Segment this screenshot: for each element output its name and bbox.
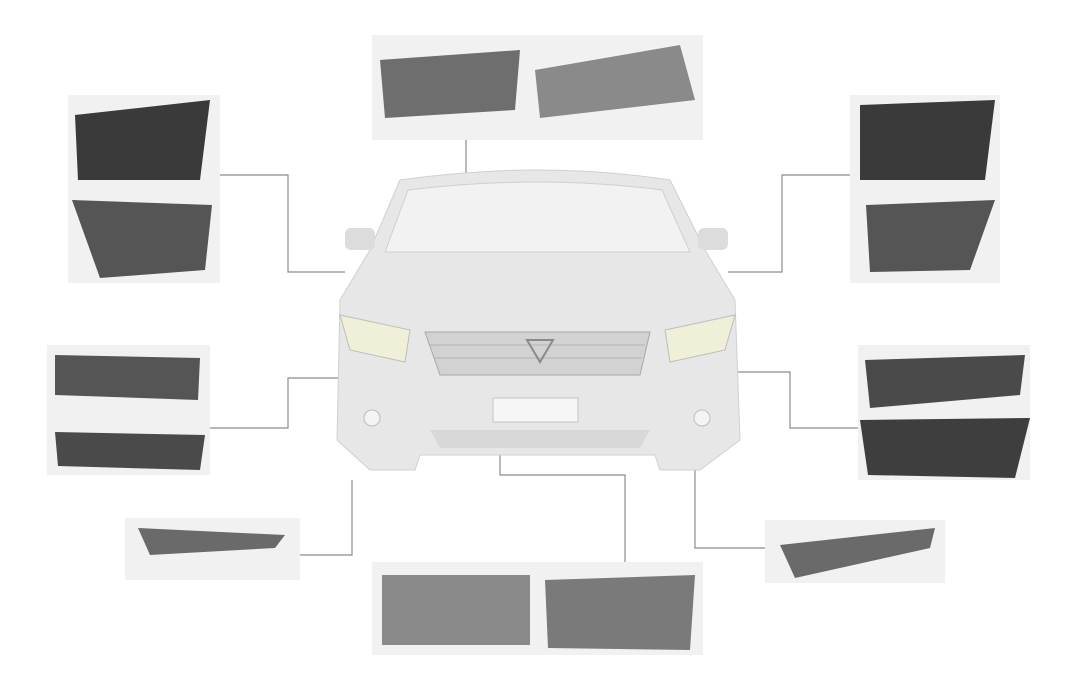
door-panel-image-right bbox=[850, 95, 1000, 283]
mold-piece bbox=[545, 575, 695, 650]
mold-piece bbox=[535, 45, 695, 118]
connector-right-bumper bbox=[730, 371, 858, 429]
bumper-image-left bbox=[47, 345, 210, 475]
grille bbox=[424, 331, 651, 376]
mold-image-top bbox=[372, 35, 703, 140]
right-headlight bbox=[664, 314, 736, 363]
connector-left-bumper bbox=[210, 377, 345, 429]
license-plate bbox=[492, 397, 579, 423]
console bbox=[780, 528, 935, 578]
connector-left-door bbox=[215, 174, 345, 273]
lower-grille bbox=[430, 430, 650, 448]
door-panel bbox=[75, 100, 210, 180]
bumper bbox=[55, 432, 205, 470]
connector-right-door bbox=[728, 174, 855, 273]
right-mirror bbox=[698, 228, 728, 250]
left-fog-light bbox=[363, 409, 381, 427]
bumper bbox=[55, 355, 200, 400]
car-logo bbox=[525, 339, 555, 364]
connector-left-console bbox=[285, 480, 353, 556]
bumper bbox=[865, 355, 1025, 408]
car-image bbox=[336, 169, 741, 471]
left-mirror bbox=[345, 228, 375, 250]
door-panel bbox=[860, 100, 995, 180]
console-image-left bbox=[125, 518, 300, 580]
mold-piece bbox=[382, 575, 530, 645]
door-panel bbox=[72, 200, 212, 278]
bumper-image-right bbox=[858, 345, 1030, 480]
right-fog-light bbox=[693, 409, 711, 427]
bumper bbox=[860, 418, 1030, 478]
console bbox=[138, 528, 285, 555]
connector-lines bbox=[210, 112, 858, 585]
console-image-right bbox=[765, 520, 945, 583]
door-panel bbox=[866, 200, 995, 272]
left-headlight bbox=[339, 314, 411, 363]
mold-piece bbox=[380, 50, 520, 118]
mold-image-bottom bbox=[372, 562, 703, 655]
door-panel-image-left bbox=[68, 95, 220, 283]
